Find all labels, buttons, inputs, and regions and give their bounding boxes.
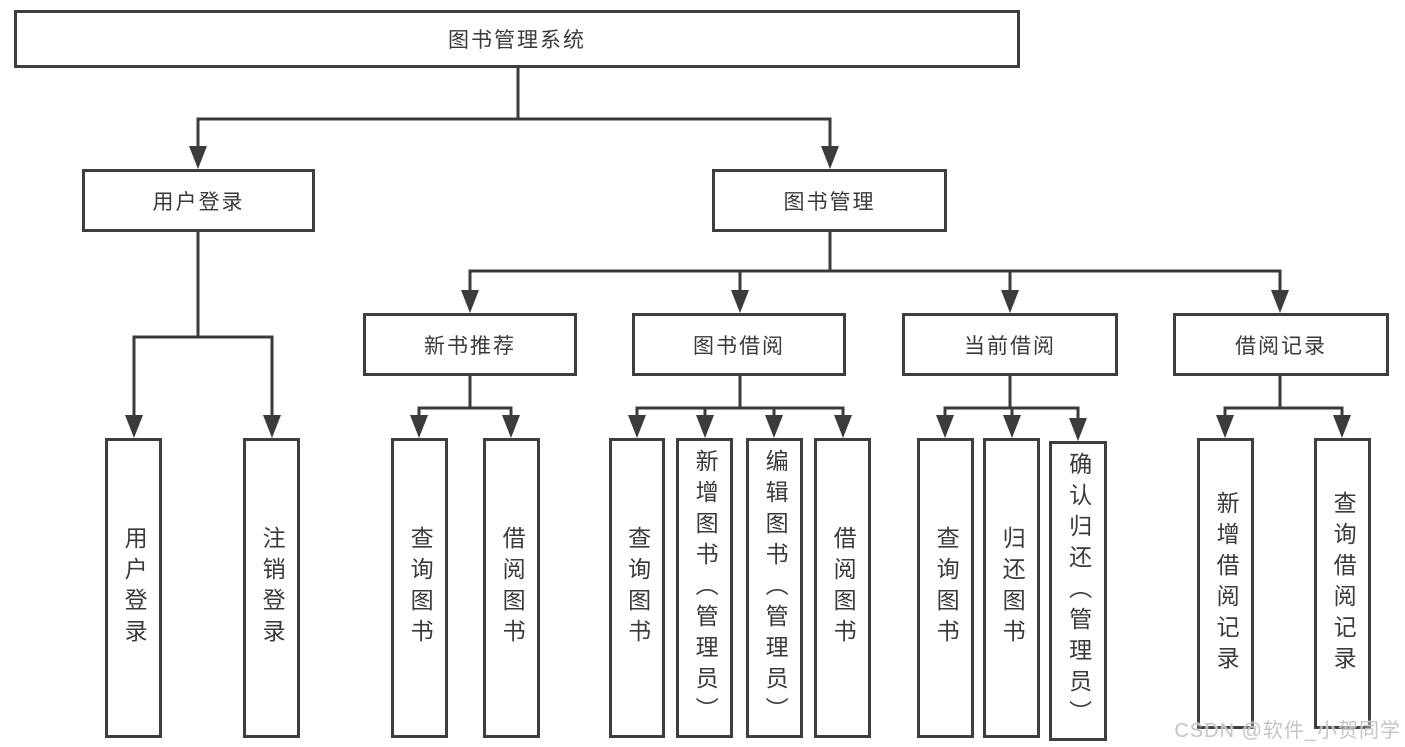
node-current-borrowing-label: 当前借阅 bbox=[964, 334, 1056, 358]
arrowhead bbox=[263, 415, 281, 438]
node-current-borrowing: 当前借阅 bbox=[902, 313, 1118, 376]
node-borrowing-add-books: 新增图书（管理员） bbox=[676, 438, 733, 738]
node-leaf-logout: 注销登录 bbox=[243, 438, 300, 738]
node-borrowing-records: 借阅记录 bbox=[1173, 313, 1389, 376]
node-borrowing-query-books: 查询图书 bbox=[609, 438, 665, 738]
node-user-login: 用户登录 bbox=[82, 169, 315, 232]
arrowhead bbox=[628, 415, 646, 438]
node-recommend-borrow-books: 借阅图书 bbox=[483, 438, 540, 738]
node-borrowing-edit-books: 编辑图书（管理员） bbox=[746, 438, 803, 738]
arrowhead bbox=[410, 415, 428, 438]
arrowhead bbox=[1216, 415, 1234, 438]
arrowhead bbox=[1271, 290, 1289, 313]
node-leaf-logout-label: 注销登录 bbox=[259, 526, 286, 650]
node-book-borrowing: 图书借阅 bbox=[632, 313, 846, 376]
node-new-book-recommend: 新书推荐 bbox=[363, 313, 577, 376]
connector-recommend-to-leaves bbox=[417, 376, 513, 418]
node-records-add-record: 新增借阅记录 bbox=[1197, 438, 1254, 729]
node-book-borrowing-label: 图书借阅 bbox=[693, 334, 785, 358]
node-current-query-books-label: 查询图书 bbox=[933, 526, 960, 650]
connector-records-to-leaves bbox=[1223, 376, 1344, 418]
node-leaf-user-login-label: 用户登录 bbox=[121, 526, 148, 650]
connector-root-to-level2 bbox=[196, 67, 832, 150]
node-root: 图书管理系统 bbox=[14, 10, 1020, 68]
arrowhead bbox=[731, 290, 749, 313]
node-borrowing-borrow-books: 借阅图书 bbox=[814, 438, 871, 738]
arrowhead bbox=[696, 415, 714, 438]
arrowhead bbox=[502, 415, 520, 438]
node-new-book-recommend-label: 新书推荐 bbox=[424, 334, 516, 358]
node-borrowing-edit-books-label: 编辑图书（管理员） bbox=[762, 448, 789, 728]
node-recommend-query-books-label: 查询图书 bbox=[407, 526, 434, 650]
node-records-query-record: 查询借阅记录 bbox=[1314, 438, 1371, 729]
node-records-add-record-label: 新增借阅记录 bbox=[1213, 490, 1240, 677]
arrowhead bbox=[125, 415, 143, 438]
node-borrowing-records-label: 借阅记录 bbox=[1235, 334, 1327, 358]
arrowhead bbox=[461, 290, 479, 313]
node-current-confirm-return: 确认归还（管理员） bbox=[1049, 441, 1107, 741]
connector-borrowing-to-leaves bbox=[635, 376, 845, 418]
connector-bookmgmt-to-level3 bbox=[468, 232, 1282, 292]
arrowhead bbox=[821, 146, 839, 169]
node-recommend-borrow-books-label: 借阅图书 bbox=[499, 526, 526, 650]
node-user-login-label: 用户登录 bbox=[152, 190, 245, 214]
node-root-label: 图书管理系统 bbox=[448, 29, 586, 52]
watermark: CSDN @软件_小贺同学 bbox=[1174, 720, 1401, 742]
node-current-return-books: 归还图书 bbox=[983, 438, 1040, 738]
node-current-return-books-label: 归还图书 bbox=[999, 526, 1026, 650]
arrowheads bbox=[125, 146, 1351, 441]
arrowhead bbox=[189, 146, 207, 169]
node-recommend-query-books: 查询图书 bbox=[391, 438, 448, 738]
connector-userlogin-to-leaves bbox=[132, 232, 274, 418]
node-current-confirm-return-label: 确认归还（管理员） bbox=[1065, 451, 1092, 731]
arrowhead bbox=[834, 415, 852, 438]
node-borrowing-add-books-label: 新增图书（管理员） bbox=[692, 448, 719, 728]
node-book-management: 图书管理 bbox=[712, 169, 947, 232]
arrowhead bbox=[1069, 418, 1087, 441]
arrowhead bbox=[936, 415, 954, 438]
node-leaf-user-login: 用户登录 bbox=[105, 438, 162, 738]
node-records-query-record-label: 查询借阅记录 bbox=[1330, 490, 1357, 677]
connector-current-to-leaves bbox=[943, 376, 1080, 421]
node-borrowing-query-books-label: 查询图书 bbox=[624, 526, 651, 650]
node-borrowing-borrow-books-label: 借阅图书 bbox=[830, 526, 857, 650]
node-book-management-label: 图书管理 bbox=[783, 190, 876, 214]
arrowhead bbox=[765, 415, 783, 438]
arrowhead bbox=[1003, 415, 1021, 438]
node-current-query-books: 查询图书 bbox=[917, 438, 974, 738]
arrowhead bbox=[1001, 290, 1019, 313]
arrowhead bbox=[1333, 415, 1351, 438]
